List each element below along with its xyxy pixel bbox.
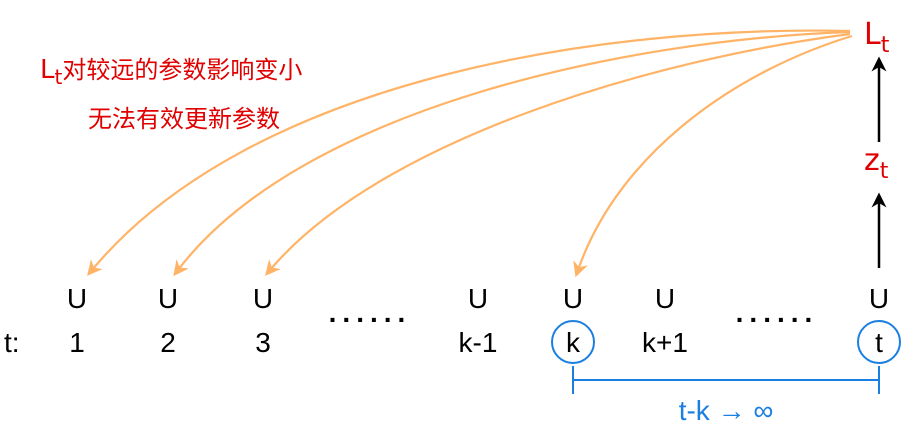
- time-k+1: k+1: [642, 327, 688, 358]
- gradient-arrow-1: [87, 29, 851, 276]
- gradient-arrow-k: [573, 34, 853, 278]
- time-3: 3: [255, 327, 271, 358]
- gradient-arrow-2: [173, 30, 851, 277]
- unit-3: U: [253, 283, 273, 314]
- ellipsis-2: ......: [736, 297, 819, 328]
- time-k: k: [566, 327, 581, 358]
- unit-t: U: [869, 283, 889, 314]
- unit-k: U: [563, 283, 583, 314]
- time-2: 2: [160, 327, 176, 358]
- distance-label: t-k → ∞: [679, 395, 774, 426]
- annotation-line1: Lt对较远的参数影响变小: [40, 55, 302, 89]
- hidden-z-label: zt: [864, 143, 889, 184]
- loss-label: Lt: [864, 17, 890, 58]
- highlight-circle-t: [857, 320, 901, 364]
- ellipsis-1: ......: [329, 297, 412, 328]
- time-1: 1: [69, 327, 85, 358]
- unit-k-1: U: [468, 283, 488, 314]
- time-prefix: t:: [4, 327, 20, 358]
- time-k-1: k-1: [459, 327, 498, 358]
- highlight-circle-k: [551, 320, 595, 364]
- annotation-line2: 无法有效更新参数: [88, 105, 280, 133]
- gradient-arrow-3: [265, 32, 851, 276]
- unit-2: U: [158, 283, 178, 314]
- time-t: t: [875, 327, 883, 358]
- unit-1: U: [67, 283, 87, 314]
- unit-k+1: U: [655, 283, 675, 314]
